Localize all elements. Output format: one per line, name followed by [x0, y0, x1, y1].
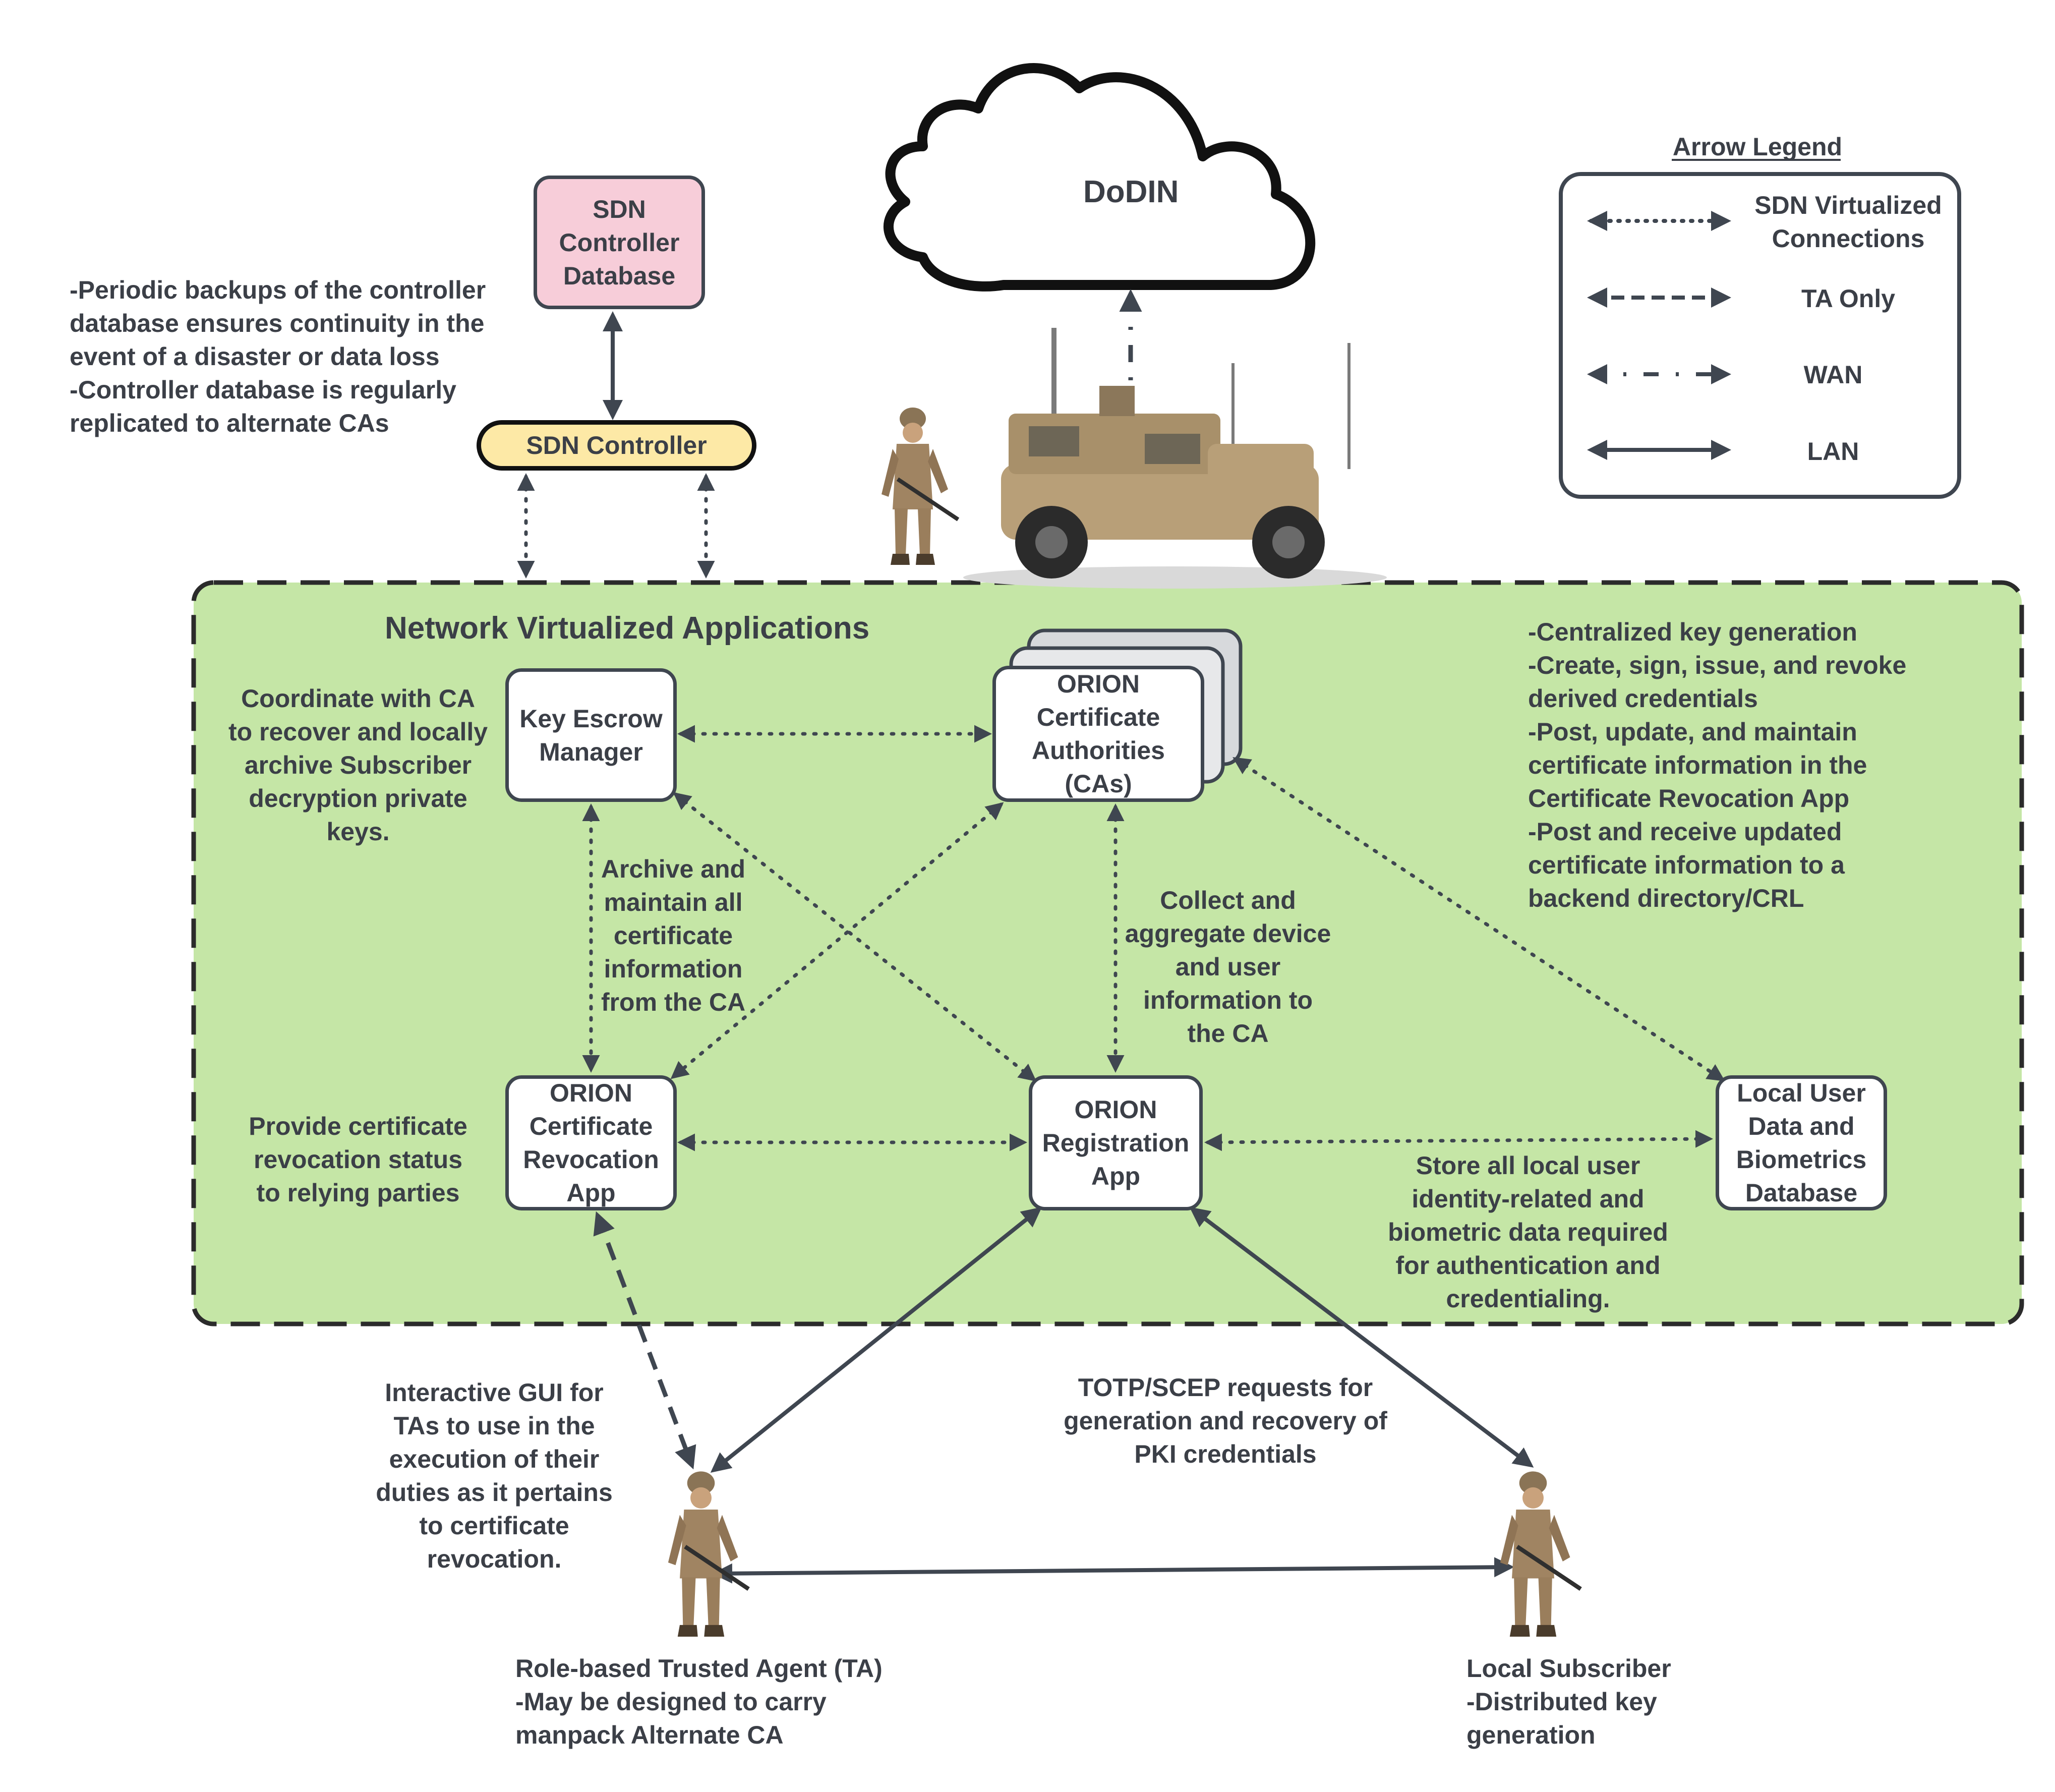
conn-ra-ta [710, 1206, 1042, 1473]
region-title: Network Virtualized Applications [385, 611, 870, 646]
legend-label-wan: WAN [1803, 361, 1863, 389]
orion-certificate-authorities-node: ORION Certificate Authorities (CAs) [992, 666, 1204, 802]
conn-ta-subscriber [712, 1557, 1514, 1584]
legend-label-sdn-virtualized: SDN Virtualized Connections [1754, 191, 1942, 253]
sdn-controller-database-node: SDN Controller Database [534, 176, 705, 309]
archive-note: Archive and maintain all certificate inf… [601, 855, 746, 1016]
key-escrow-note: Coordinate with CA to recover and locall… [228, 684, 488, 846]
ca-functions-note: -Centralized key generation -Create, sig… [1528, 618, 1907, 912]
soldier-local-subscriber-figure [1500, 1471, 1581, 1637]
dodin-label: DoDIN [1083, 175, 1179, 209]
orion-registration-app-node: ORION Registration App [1029, 1075, 1203, 1210]
conn-ca-cra [670, 802, 1004, 1079]
orion-certificate-revocation-app-node: ORION Certificate Revocation App [505, 1075, 677, 1210]
key-escrow-manager-node: Key Escrow Manager [505, 668, 677, 802]
legend-box [1559, 172, 1961, 499]
local-subscriber-note: Local Subscriber -Distributed key genera… [1466, 1654, 1671, 1749]
trusted-agent-note: Role-based Trusted Agent (TA) -May be de… [515, 1654, 883, 1749]
revocation-status-note: Provide certificate revocation status to… [249, 1112, 467, 1207]
gui-note: Interactive GUI for TAs to use in the ex… [376, 1378, 613, 1573]
sdn-controller-node: SDN Controller [477, 420, 756, 471]
totp-scep-note: TOTP/SCEP requests for generation and re… [1064, 1373, 1387, 1468]
conn-ca-localdb [1232, 757, 1725, 1081]
legend-label-ta-only: TA Only [1801, 284, 1896, 313]
local-user-data-biometrics-database-node: Local User Data and Biometrics Database [1716, 1075, 1887, 1210]
sdn-backup-note: -Periodic backups of the controller data… [70, 276, 486, 437]
military-vehicle [963, 328, 1387, 589]
legend-title: Arrow Legend [1672, 133, 1843, 161]
store-note: Store all local user identity-related an… [1388, 1151, 1668, 1313]
conn-ra-subscriber [1189, 1207, 1534, 1468]
soldier-trusted-agent-figure [668, 1471, 749, 1637]
conn-cra-ta [593, 1211, 696, 1470]
soldier-vehicle-figure [882, 408, 958, 565]
collect-note: Collect and aggregate device and user in… [1125, 886, 1331, 1048]
dodin-cloud-shape [883, 63, 1316, 292]
legend-label-lan: LAN [1807, 437, 1859, 466]
